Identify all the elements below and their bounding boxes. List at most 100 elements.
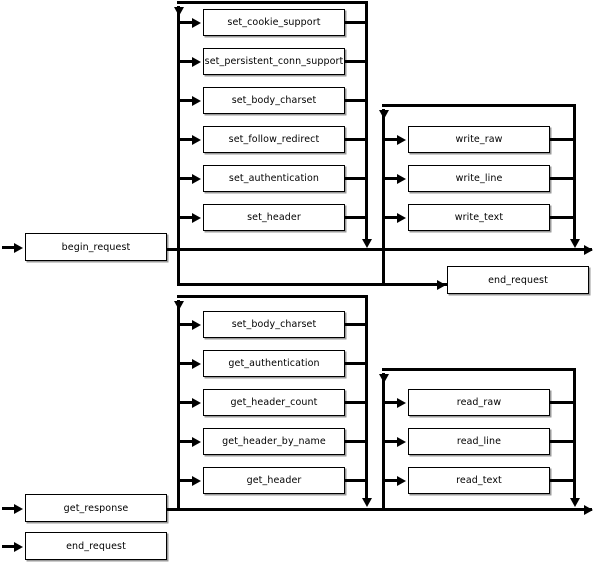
request-main-spine xyxy=(167,248,592,251)
setter-branch-line-4 xyxy=(180,177,194,180)
reader-group-left-rail xyxy=(382,373,385,509)
writer-merge-line-2 xyxy=(550,216,575,219)
response-main-spine xyxy=(167,508,592,511)
node-set-follow-redirect[interactable]: set_follow_redirect xyxy=(203,126,345,153)
node-label: begin_request xyxy=(61,241,131,253)
node-label: get_header_by_name xyxy=(222,436,326,447)
getter-merge-line-4 xyxy=(345,479,367,482)
node-get-response[interactable]: get_response xyxy=(25,494,167,522)
getter-branch-line-0 xyxy=(180,323,194,326)
arrow-right-icon xyxy=(192,134,201,145)
setter-merge-line-1 xyxy=(345,60,367,63)
arrow-down-icon xyxy=(569,239,580,248)
arrow-down-icon xyxy=(361,498,372,507)
node-write-text[interactable]: write_text xyxy=(408,204,550,231)
getter-group-right-rail xyxy=(365,295,368,501)
node-read-raw[interactable]: read_raw xyxy=(408,389,550,416)
node-get-header-count[interactable]: get_header_count xyxy=(203,389,345,416)
node-label: write_text xyxy=(454,212,504,223)
arrow-right-icon xyxy=(14,503,23,514)
setter-merge-line-4 xyxy=(345,177,367,180)
node-set-body-charset-response[interactable]: set_body_charset xyxy=(203,311,345,338)
arrow-right-icon xyxy=(584,504,593,515)
setter-merge-line-2 xyxy=(345,99,367,102)
node-label: read_raw xyxy=(456,397,502,408)
arrow-down-icon xyxy=(173,7,184,16)
setter-group-return-rail xyxy=(177,283,447,286)
node-write-raw[interactable]: write_raw xyxy=(408,126,550,153)
arrow-down-icon xyxy=(569,498,580,507)
node-set-persistent-conn-support[interactable]: set_persistent_conn_support xyxy=(203,48,345,75)
getter-merge-line-2 xyxy=(345,401,367,404)
arrow-down-icon xyxy=(378,110,389,119)
arrow-right-icon xyxy=(397,212,406,223)
arrow-right-icon xyxy=(437,279,446,290)
arrow-right-icon xyxy=(14,541,23,552)
arrow-down-icon xyxy=(361,239,372,248)
arrow-right-icon xyxy=(397,436,406,447)
arrow-right-icon xyxy=(397,134,406,145)
arrow-right-icon xyxy=(192,319,201,330)
getter-branch-line-3 xyxy=(180,440,194,443)
node-label: write_line xyxy=(455,173,503,184)
node-set-body-charset[interactable]: set_body_charset xyxy=(203,87,345,114)
arrow-right-icon xyxy=(192,173,201,184)
arrow-right-icon xyxy=(192,436,201,447)
setter-branch-line-5 xyxy=(180,216,194,219)
node-label: end_request xyxy=(66,540,126,552)
node-get-header[interactable]: get_header xyxy=(203,467,345,494)
setter-merge-line-5 xyxy=(345,216,367,219)
node-end-request-request-flow[interactable]: end_request xyxy=(447,266,589,294)
node-set-cookie-support[interactable]: set_cookie_support xyxy=(203,9,345,36)
node-set-authentication[interactable]: set_authentication xyxy=(203,165,345,192)
node-label: set_follow_redirect xyxy=(228,134,320,145)
node-set-header[interactable]: set_header xyxy=(203,204,345,231)
getter-merge-line-3 xyxy=(345,440,367,443)
arrow-right-icon xyxy=(397,173,406,184)
node-label: set_header xyxy=(247,212,301,223)
entry-line-get-response xyxy=(2,507,16,510)
reader-branch-line-0 xyxy=(385,401,399,404)
arrow-down-icon xyxy=(378,374,389,383)
setter-group-left-rail xyxy=(177,6,180,286)
node-label: set_body_charset xyxy=(231,95,317,106)
writer-merge-line-0 xyxy=(550,138,575,141)
writer-merge-line-1 xyxy=(550,177,575,180)
arrow-right-icon xyxy=(192,358,201,369)
getter-group-top-rail xyxy=(177,295,368,298)
node-label: end_request xyxy=(488,274,548,286)
setter-branch-line-0 xyxy=(180,21,194,24)
node-end-request-response-flow[interactable]: end_request xyxy=(25,532,167,560)
node-label: get_authentication xyxy=(228,358,320,369)
reader-merge-line-2 xyxy=(550,479,575,482)
getter-group-left-rail xyxy=(177,300,180,509)
node-label: set_body_charset xyxy=(231,319,317,330)
getter-merge-line-0 xyxy=(345,323,367,326)
node-begin-request[interactable]: begin_request xyxy=(25,233,167,261)
arrow-right-icon xyxy=(14,242,23,253)
node-read-line[interactable]: read_line xyxy=(408,428,550,455)
setter-merge-line-0 xyxy=(345,21,367,24)
getter-merge-line-1 xyxy=(345,362,367,365)
node-label: get_header_count xyxy=(230,397,318,408)
arrow-right-icon xyxy=(397,397,406,408)
writer-branch-line-1 xyxy=(385,177,399,180)
writer-branch-line-2 xyxy=(385,216,399,219)
setter-branch-line-2 xyxy=(180,99,194,102)
arrow-right-icon xyxy=(192,212,201,223)
reader-merge-line-1 xyxy=(550,440,575,443)
arrow-right-icon xyxy=(584,244,593,255)
node-label: set_persistent_conn_support xyxy=(204,56,344,67)
node-get-header-by-name[interactable]: get_header_by_name xyxy=(203,428,345,455)
node-read-text[interactable]: read_text xyxy=(408,467,550,494)
node-write-line[interactable]: write_line xyxy=(408,165,550,192)
arrow-right-icon xyxy=(192,475,201,486)
node-get-authentication[interactable]: get_authentication xyxy=(203,350,345,377)
node-label: read_line xyxy=(456,436,502,447)
reader-group-top-rail xyxy=(382,368,576,371)
reader-merge-line-0 xyxy=(550,401,575,404)
arrow-down-icon xyxy=(173,301,184,310)
arrow-right-icon xyxy=(192,56,201,67)
getter-branch-line-1 xyxy=(180,362,194,365)
